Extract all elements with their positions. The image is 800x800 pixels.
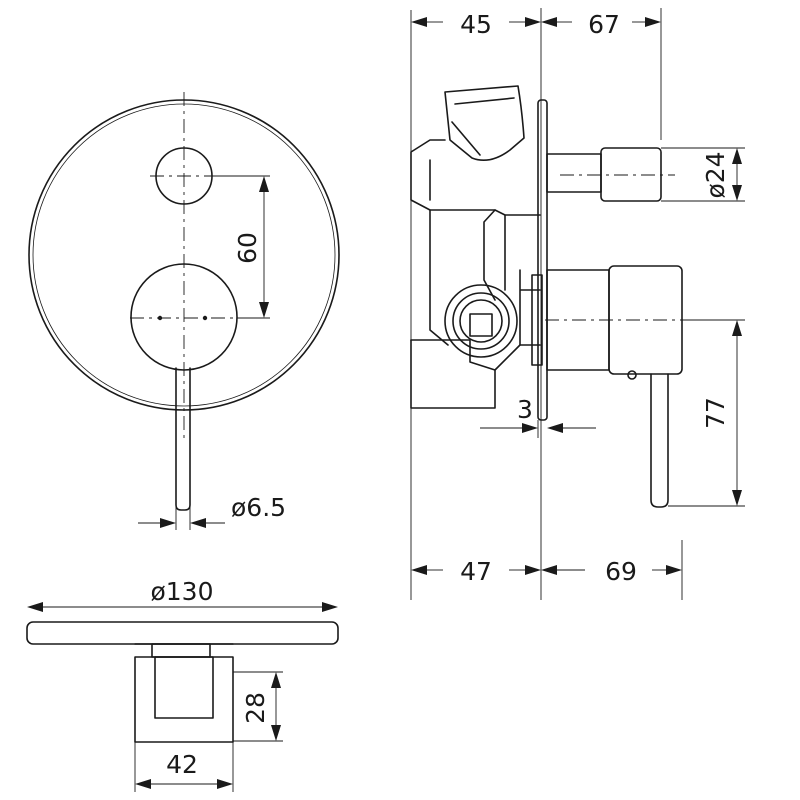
body-inner-block: [154, 656, 214, 719]
dim-60-arrow-top: [259, 176, 269, 192]
bottom-view: ø130 28 42: [26, 577, 339, 792]
inlet-port-inner: [459, 299, 503, 343]
dim-47-arrow-left: [411, 565, 427, 575]
dim-69-label: 69: [605, 557, 637, 586]
side-view: 45 67 47 69: [410, 8, 745, 600]
body-outline-bottom: [134, 656, 234, 743]
mixer-lever-side: [650, 373, 669, 508]
dim-3-label: 3: [517, 395, 533, 424]
dim-45-arrow-left: [411, 17, 427, 27]
dim-24-label: ø24: [701, 151, 730, 198]
dim-28-arrow-bottom: [271, 725, 281, 741]
inlet-port-outer: [444, 284, 518, 358]
dim-45-label: 45: [460, 10, 492, 39]
valve-body-upper: [410, 139, 541, 216]
dim-6-5-arrow-left: [160, 518, 176, 528]
dim-42-arrow-left: [135, 779, 151, 789]
mixer-lever: [175, 367, 191, 511]
valve-body-lower: [410, 339, 541, 409]
dim-6-5-arrow-right: [190, 518, 206, 528]
dim-47-label: 47: [460, 557, 492, 586]
dim-42-arrow-right: [217, 779, 233, 789]
dim-69-arrow-right: [666, 565, 682, 575]
dim-45-arrow-right: [525, 17, 541, 27]
dim-3-arrow-right: [547, 423, 563, 433]
diverter-knob-shading: [451, 97, 515, 156]
dim-77-arrow-bottom: [732, 490, 742, 506]
dim-6-5-label: ø6.5: [231, 493, 286, 522]
inlet-port-square: [469, 313, 493, 337]
inlet-port-mid: [452, 292, 510, 350]
valve-body-inner-web: [483, 209, 506, 301]
cover-plate-edge: [26, 621, 339, 645]
outlet-spindle: [546, 153, 602, 193]
dim-28-label: 28: [241, 692, 270, 724]
dim-77-label: 77: [701, 397, 730, 429]
dim-24-arrow-bottom: [732, 185, 742, 201]
diverter-knob-side: [444, 85, 525, 161]
dim-130-arrow-right: [322, 602, 338, 612]
dim-67-label: 67: [588, 10, 620, 39]
valve-body-base-block: [410, 339, 496, 371]
lever-stem-section: [151, 643, 211, 658]
dim-3-arrow-left: [522, 423, 538, 433]
lever-pivot: [627, 370, 637, 380]
mixer-hub-inner: [531, 274, 543, 366]
dim-69-arrow-left: [541, 565, 557, 575]
valve-body-right-web: [519, 269, 541, 346]
front-view: 60 ø6.5: [28, 92, 340, 530]
dim-47-arrow-right: [525, 565, 541, 575]
outlet-cap: [600, 147, 662, 202]
dim-130-arrow-left: [27, 602, 43, 612]
dim-77-arrow-top: [732, 320, 742, 336]
dim-24-arrow-top: [732, 148, 742, 164]
dim-42-label: 42: [166, 750, 198, 779]
dim-28-arrow-top: [271, 672, 281, 688]
dim-67-arrow-left: [541, 17, 557, 27]
dim-67-arrow-right: [645, 17, 661, 27]
cover-plate-side: [537, 99, 548, 421]
dim-60-arrow-bottom: [259, 302, 269, 318]
dim-60-label: 60: [233, 232, 262, 264]
dim-130-label: ø130: [150, 577, 213, 606]
